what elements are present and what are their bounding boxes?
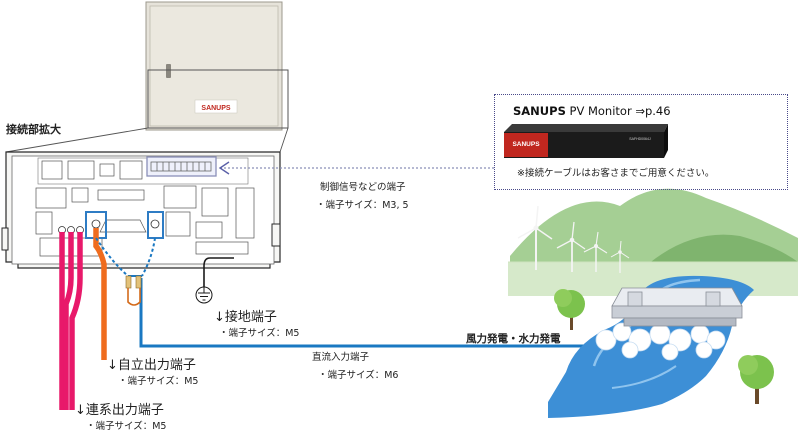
monitor-device-logo: SANUPS [512, 141, 540, 148]
zoom-title: 接続部拡大 [6, 123, 61, 136]
dc-input-terminal-label: 直流入力端子 [312, 352, 370, 363]
grid-output-terminal-label: ↓連系出力端子 [75, 403, 164, 418]
pv-monitor-brand: SANUPS [513, 104, 566, 118]
ground-cable [203, 257, 234, 287]
inverter-cabinet: SANUPS [5, 1, 289, 153]
pv-monitor-device: SANUPS SAFHD0064J [504, 124, 668, 158]
pv-monitor-title: SANUPS PV Monitor ⇒p.46 [513, 105, 671, 118]
wind-turbine-icon [610, 240, 630, 273]
wind-turbine-icon [556, 221, 586, 272]
tree-icon [554, 289, 585, 330]
dc-input-terminal-size: ・端子サイズ：M6 [318, 370, 399, 381]
self-output-terminal-size: ・端子サイズ：M5 [118, 376, 199, 387]
ground-terminal-label: ↓接地端子 [214, 310, 277, 325]
wind-turbine-icon [583, 231, 608, 272]
dc-input-connector [125, 275, 142, 306]
dc-input-terminal-highlight [147, 211, 164, 239]
ground-terminal-size: ・端子サイズ：M5 [219, 328, 300, 339]
control-link-arrow-icon [218, 161, 230, 175]
cable-note: ※接続ケーブルはお客さまでご用意ください。 [517, 168, 715, 179]
wind-hydro-label: 風力発電・水力発電 [466, 333, 561, 345]
ground-icon [195, 286, 213, 304]
tree-icon [738, 355, 774, 404]
control-terminal-size: ・端子サイズ：M3, 5 [316, 200, 409, 211]
cabinet-logo: SANUPS [201, 105, 231, 112]
control-terminal-block [146, 156, 217, 177]
landscape-illustration [508, 188, 798, 418]
self-output-cable [93, 228, 107, 360]
control-terminal-label: 制御信号などの端子 [320, 182, 406, 193]
zoom-region-frame [147, 69, 289, 129]
pv-monitor-title-rest: PV Monitor ⇒p.46 [565, 104, 671, 118]
connection-panel [1, 151, 281, 269]
grid-output-cables [59, 232, 83, 410]
monitor-device-model: SAFHD0064J [629, 137, 651, 141]
self-output-terminal-label: ↓自立出力端子 [107, 358, 196, 373]
wind-turbine-icon [517, 205, 553, 270]
grid-output-terminal-size: ・端子サイズ：M5 [86, 421, 167, 432]
pv-monitor-callout: SANUPS PV Monitor ⇒p.46 ※接続ケーブルはお客さまでご用意… [494, 94, 788, 190]
